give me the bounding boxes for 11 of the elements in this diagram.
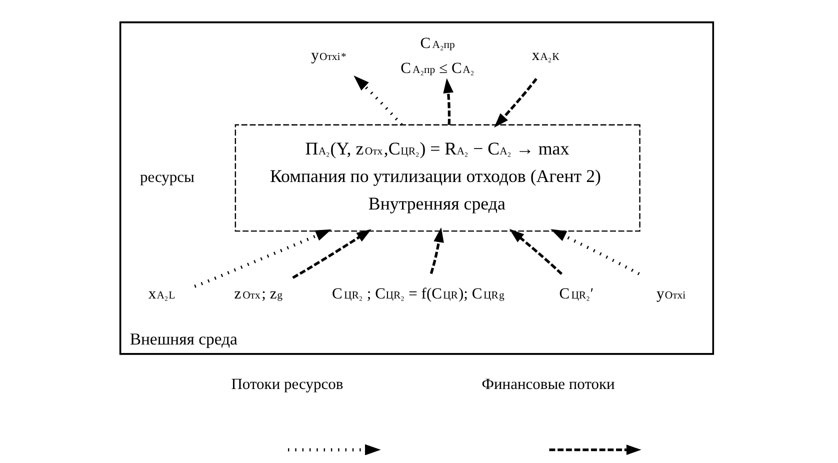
node-text: CА₂пр CА₂пр ≤ CА₂ <box>400 34 474 77</box>
node-text: zОтх; zg <box>234 285 283 302</box>
legend-label: Финансовые потоки <box>482 376 615 393</box>
label: ресурсы <box>140 169 194 186</box>
node-text: yОтхi <box>656 285 686 302</box>
node-text: xА₂L <box>148 285 176 302</box>
legend-label: Потоки ресурсов <box>231 376 344 393</box>
node-text: yОтхi* <box>311 46 346 64</box>
node-text: xА₂К <box>532 46 560 64</box>
node-text: CЦR₂ ; CЦR₂ = f(CЦR); CЦRg <box>332 285 504 302</box>
node-text: CЦR₂′ <box>559 285 594 302</box>
